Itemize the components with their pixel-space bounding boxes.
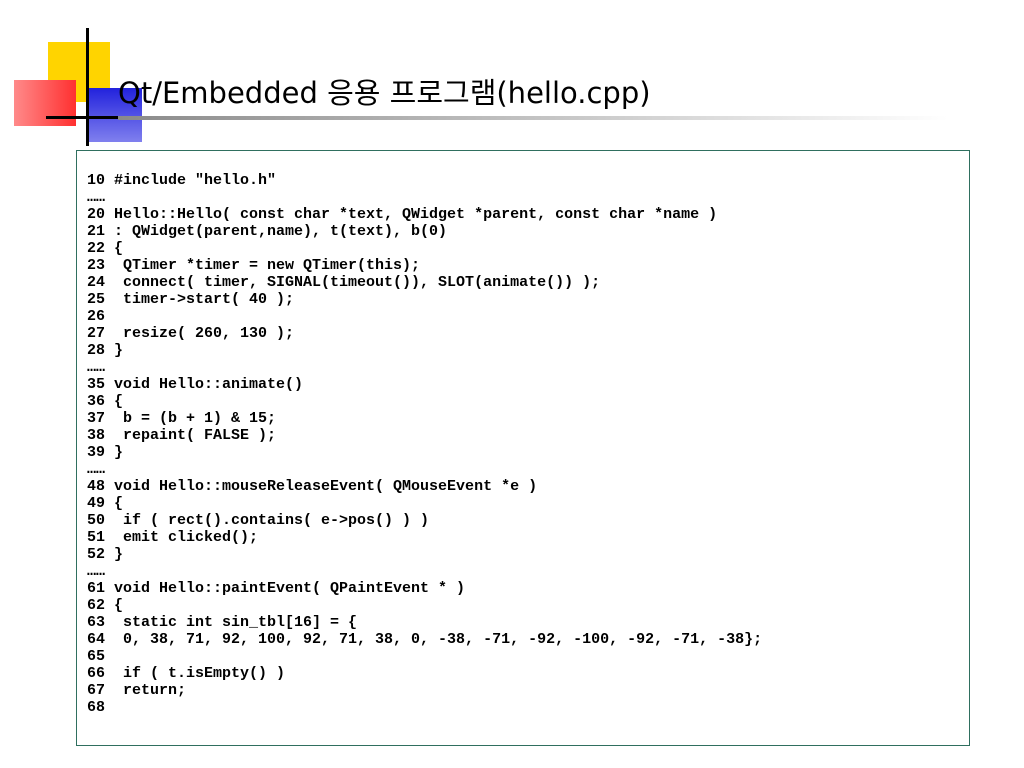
code-line: …… — [87, 359, 106, 376]
slide-title: Qt/Embedded 응용 프로그램(hello.cpp) — [118, 76, 651, 110]
code-line: 24 connect( timer, SIGNAL(timeout()), SL… — [87, 274, 601, 291]
code-line: 22 { — [87, 240, 124, 257]
code-line: 67 return; — [87, 682, 187, 699]
code-line: 49 { — [87, 495, 124, 512]
code-line: 21 : QWidget(parent,name), t(text), b(0) — [87, 223, 448, 240]
code-line: 28 } — [87, 342, 124, 359]
code-line: 61 void Hello::paintEvent( QPaintEvent *… — [87, 580, 466, 597]
code-line: 23 QTimer *timer = new QTimer(this); — [87, 257, 421, 274]
code-line: …… — [87, 461, 106, 478]
code-line: 10 #include "hello.h" — [87, 172, 277, 189]
code-line: …… — [87, 189, 106, 206]
code-line: 65 — [87, 648, 106, 665]
logo-vertical-line — [86, 28, 89, 146]
title-underline — [118, 116, 948, 120]
code-line: 25 timer->start( 40 ); — [87, 291, 295, 308]
code-line: 52 } — [87, 546, 124, 563]
code-line: 68 — [87, 699, 106, 716]
code-line: …… — [87, 563, 106, 580]
code-line: 35 void Hello::animate() — [87, 376, 304, 393]
code-line: 39 } — [87, 444, 124, 461]
code-line: 27 resize( 260, 130 ); — [87, 325, 295, 342]
code-line: 20 Hello::Hello( const char *text, QWidg… — [87, 206, 718, 223]
code-line: 63 static int sin_tbl[16] = { — [87, 614, 358, 631]
code-line: 36 { — [87, 393, 124, 410]
code-line: 66 if ( t.isEmpty() ) — [87, 665, 286, 682]
code-line: 48 void Hello::mouseReleaseEvent( QMouse… — [87, 478, 538, 495]
code-line: 38 repaint( FALSE ); — [87, 427, 277, 444]
code-line: 37 b = (b + 1) & 15; — [87, 410, 277, 427]
slide-logo — [0, 0, 150, 150]
code-lines: 10 #include "hello.h" …… 20 Hello::Hello… — [87, 172, 762, 716]
code-box: 10 #include "hello.h" …… 20 Hello::Hello… — [76, 150, 970, 746]
code-line: 64 0, 38, 71, 92, 100, 92, 71, 38, 0, -3… — [87, 631, 763, 648]
code-line: 62 { — [87, 597, 124, 614]
logo-blue-square — [88, 88, 142, 142]
logo-horizontal-line — [46, 116, 146, 119]
code-line: 50 if ( rect().contains( e->pos() ) ) — [87, 512, 430, 529]
code-line: 26 — [87, 308, 106, 325]
logo-red-square — [14, 80, 76, 126]
code-line: 51 emit clicked(); — [87, 529, 259, 546]
